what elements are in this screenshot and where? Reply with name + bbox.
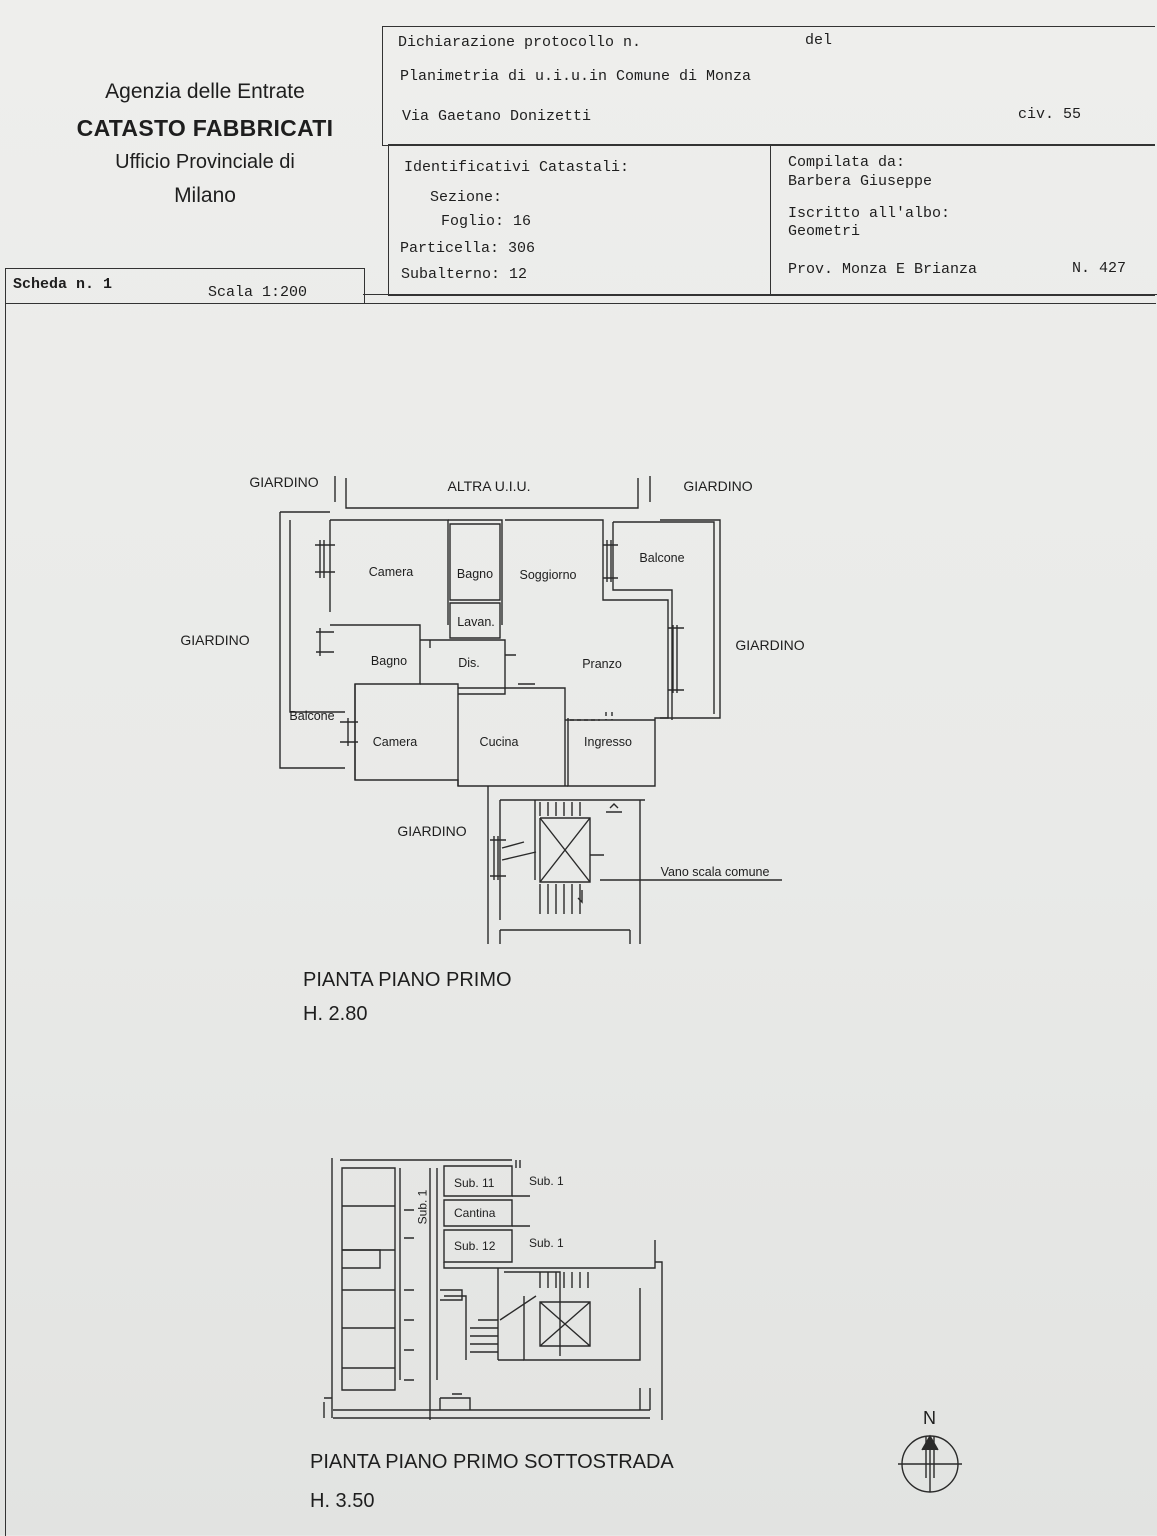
cantina-label: Cantina [454, 1206, 496, 1220]
garden-label-east: GIARDINO [735, 637, 805, 653]
room-camera-2: Camera [372, 735, 418, 749]
neighbor-unit-label: ALTRA U.I.U. [447, 478, 531, 494]
room-camera-1: Camera [368, 565, 414, 579]
room-lavanderia: Lavan. [457, 615, 495, 629]
room-soggiorno: Soggiorno [519, 568, 577, 582]
room-pranzo: Pranzo [582, 657, 622, 671]
province-field: Prov. Monza E Brianza [788, 261, 978, 278]
first-floor-height: H. 2.80 [303, 1003, 368, 1025]
room-ingresso: Ingresso [584, 735, 632, 749]
header-divider [770, 146, 771, 294]
garden-label-south: GIARDINO [397, 823, 467, 839]
sub-1-mid-label: Sub. 1 [529, 1236, 564, 1250]
sheet-label: Scheda n. 1 [13, 276, 113, 293]
section-field: Sezione: [430, 189, 503, 206]
basement-height: H. 3.50 [310, 1490, 375, 1512]
garden-label-northeast: GIARDINO [683, 478, 753, 494]
street-number: civ. 55 [1018, 106, 1082, 123]
agency-office: Ufficio Provinciale di [115, 151, 295, 173]
drawing-frame [5, 303, 1156, 1536]
room-cucina: Cucina [479, 735, 519, 749]
parcel-field: Particella: 306 [400, 240, 536, 257]
register-number: N. 427 [1072, 260, 1127, 277]
agency-city: Milano [174, 184, 236, 207]
frame-top-join [363, 294, 1157, 295]
room-bagno-2: Bagno [370, 654, 408, 668]
scheda-strip [5, 268, 365, 303]
protocol-date: del [805, 32, 833, 49]
room-balcone-east: Balcone [639, 551, 685, 565]
scale-label: Scala 1:200 [208, 284, 308, 301]
basement-title: PIANTA PIANO PRIMO SOTTOSTRADA [310, 1451, 674, 1473]
protocol-number: Dichiarazione protocollo n. [398, 34, 642, 51]
register-value: Geometri [788, 223, 861, 240]
compiler-name: Barbera Giuseppe [788, 173, 933, 190]
header-box [382, 26, 1155, 146]
street-address: Via Gaetano Donizetti [402, 108, 592, 125]
first-floor-title: PIANTA PIANO PRIMO [303, 969, 512, 991]
room-disimpegno: Dis. [458, 656, 480, 670]
room-bagno-1: Bagno [456, 567, 494, 581]
register-label: Iscritto all'albo: [788, 205, 951, 222]
sub-1-top-label: Sub. 1 [529, 1174, 564, 1188]
agency-department: CATASTO FABBRICATI [76, 115, 334, 141]
identifiers-box [388, 144, 1155, 296]
agency-name: Agenzia delle Entrate [105, 80, 305, 103]
compiled-by-label: Compilata da: [788, 154, 906, 171]
stairwell-label: Vano scala comune [660, 865, 770, 879]
north-label: N [923, 1408, 936, 1428]
sub-12-label: Sub. 12 [454, 1239, 496, 1253]
subordinate-field: Subalterno: 12 [401, 266, 528, 283]
cadastral-identifiers-heading: Identificativi Catastali: [404, 159, 630, 176]
sheet-field: Foglio: 16 [441, 213, 532, 230]
sub-11-label: Sub. 11 [454, 1176, 495, 1190]
garden-label-west: GIARDINO [180, 632, 250, 648]
garden-label-northwest: GIARDINO [249, 474, 319, 490]
room-balcone-west: Balcone [289, 709, 335, 723]
planimetry-municipality: Planimetria di u.i.u.in Comune di Monza [400, 68, 752, 85]
